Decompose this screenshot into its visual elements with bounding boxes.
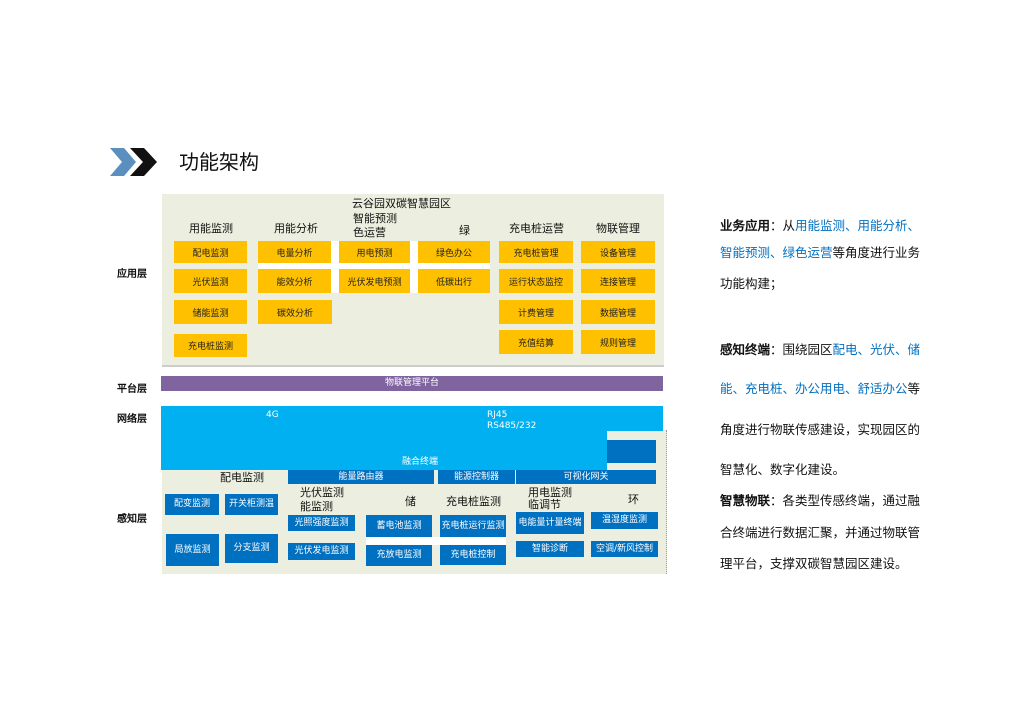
desc-line: 理平台，支撑双碳智慧园区建设。 — [720, 556, 908, 571]
sensor-box[interactable]: 电能量计量终端 — [516, 512, 584, 534]
desc-line: 感知终端：围绕园区配电、光伏、储 — [720, 339, 920, 358]
sensing-header: 光伏监测 — [300, 486, 344, 499]
app-module[interactable]: 电量分析 — [258, 241, 331, 263]
sensor-box[interactable]: 空调/新风控制 — [591, 541, 658, 557]
app-module[interactable]: 光伏发电预测 — [339, 269, 410, 293]
app-module[interactable]: 规则管理 — [581, 330, 655, 354]
sensor-box[interactable]: 充电桩运行监测 — [440, 515, 506, 537]
app-module[interactable]: 低碳出行 — [418, 269, 490, 293]
desc-line: 智慧化、数字化建设。 — [720, 462, 846, 477]
network-band-lower — [161, 430, 607, 470]
double-chevron-icon — [110, 148, 157, 176]
network-4g: 4G — [266, 410, 279, 420]
network-rs485: RS485/232 — [487, 421, 537, 431]
desc-line: 能、充电桩、办公用电、舒适办公等 — [720, 378, 920, 397]
app-header: 用能监测 — [189, 222, 233, 235]
sensing-header: 临调节 — [528, 498, 561, 511]
app-module[interactable]: 用电预测 — [339, 241, 410, 263]
iot-platform-bar: 物联管理平台 — [161, 376, 663, 391]
app-module[interactable]: 数据管理 — [581, 300, 655, 324]
desc-highlight: 智能预测、绿色运营 — [720, 245, 833, 260]
desc-line: 角度进行物联传感建设，实现园区的 — [720, 422, 921, 437]
desc-highlight: 配电、光伏、储 — [832, 342, 921, 357]
app-module[interactable]: 连接管理 — [581, 269, 655, 293]
gateway-box[interactable]: 能源控制器 — [438, 470, 515, 484]
desc-text: 等角度进行业务 — [832, 245, 921, 260]
desc-text: 等 — [907, 381, 921, 396]
app-header: 物联管理 — [596, 222, 640, 235]
sensor-box[interactable]: 光伏发电监测 — [288, 543, 355, 560]
network-device-box — [607, 440, 656, 463]
layer-label-sensing: 感知层 — [117, 514, 147, 525]
sensor-box[interactable]: 充电桩控制 — [440, 545, 506, 565]
app-module[interactable]: 光伏监测 — [174, 269, 247, 293]
desc-text: ：从 — [770, 218, 796, 233]
app-module[interactable]: 储能监测 — [174, 300, 247, 324]
desc-highlight: 能、充电桩、办公用电、舒适办公 — [720, 381, 908, 396]
sensing-header: 用电监测 — [528, 486, 572, 499]
sensor-box[interactable]: 分支监测 — [225, 534, 278, 563]
sensor-box[interactable]: 开关柜测温 — [225, 494, 278, 515]
app-module[interactable]: 配电监测 — [174, 241, 247, 263]
page-title: 功能架构 — [179, 150, 259, 174]
app-module[interactable]: 充电桩监测 — [174, 334, 247, 357]
network-band — [161, 406, 663, 431]
sensor-box[interactable]: 蓄电池监测 — [366, 515, 432, 537]
gateway-box[interactable]: 可视化网关 — [516, 470, 656, 484]
sensor-box[interactable]: 配变监测 — [165, 494, 219, 515]
sensor-box[interactable]: 光照强度监测 — [288, 515, 355, 531]
app-header: 色运营 — [353, 226, 386, 239]
desc-line: 功能构建； — [720, 276, 783, 291]
desc-text: ：围绕园区 — [770, 342, 833, 357]
desc-line: 智慧物联：各类型传感终端，通过融 — [720, 490, 920, 509]
app-module[interactable]: 计费管理 — [499, 300, 573, 324]
sensing-header: 配电监测 — [220, 471, 264, 484]
desc-line: 智能预测、绿色运营等角度进行业务 — [720, 242, 920, 261]
sensor-box[interactable]: 充放电监测 — [366, 545, 432, 566]
app-module[interactable]: 设备管理 — [581, 241, 655, 263]
desc-label: 业务应用 — [720, 218, 771, 233]
app-module[interactable]: 能效分析 — [258, 269, 331, 293]
app-header: 智能预测 — [353, 212, 397, 225]
desc-line: 业务应用：从用能监测、用能分析、 — [720, 215, 920, 234]
desc-highlight: 用能监测、用能分析、 — [795, 218, 921, 233]
sensor-box[interactable]: 温湿度监测 — [591, 512, 658, 529]
sensor-box[interactable]: 局放监测 — [166, 534, 219, 566]
sensing-header: 储 — [405, 495, 416, 508]
layer-label-network: 网络层 — [117, 414, 147, 425]
app-header: 用能分析 — [274, 222, 318, 235]
layer-label-platform: 平台层 — [117, 384, 147, 395]
app-panel-title: 云谷园双碳智慧园区 — [352, 197, 451, 210]
sensor-box[interactable]: 智能诊断 — [516, 541, 584, 557]
desc-line: 合终端进行数据汇聚，并通过物联管 — [720, 525, 921, 540]
app-module[interactable]: 充值结算 — [499, 330, 573, 354]
sensing-header: 能监测 — [300, 500, 333, 513]
app-header: 绿 — [459, 224, 470, 237]
layer-label-app: 应用层 — [117, 269, 147, 280]
sensing-header: 环 — [628, 493, 639, 506]
fusion-terminal-label: 融合终端 — [402, 457, 439, 467]
desc-label: 感知终端 — [720, 342, 771, 357]
app-module[interactable]: 绿色办公 — [418, 241, 490, 263]
desc-text: ：各类型传感终端，通过融 — [770, 493, 921, 508]
gateway-box[interactable]: 能量路由器 — [288, 470, 434, 484]
sensing-header: 充电桩监测 — [446, 495, 501, 508]
app-module[interactable]: 运行状态监控 — [499, 269, 573, 293]
app-module[interactable]: 碳效分析 — [258, 300, 332, 324]
app-header: 充电桩运营 — [509, 222, 564, 235]
network-rj45: RJ45 — [487, 410, 508, 420]
desc-label: 智慧物联 — [720, 493, 771, 508]
app-module[interactable]: 充电桩管理 — [499, 241, 573, 263]
sensor-gap — [366, 537, 506, 545]
